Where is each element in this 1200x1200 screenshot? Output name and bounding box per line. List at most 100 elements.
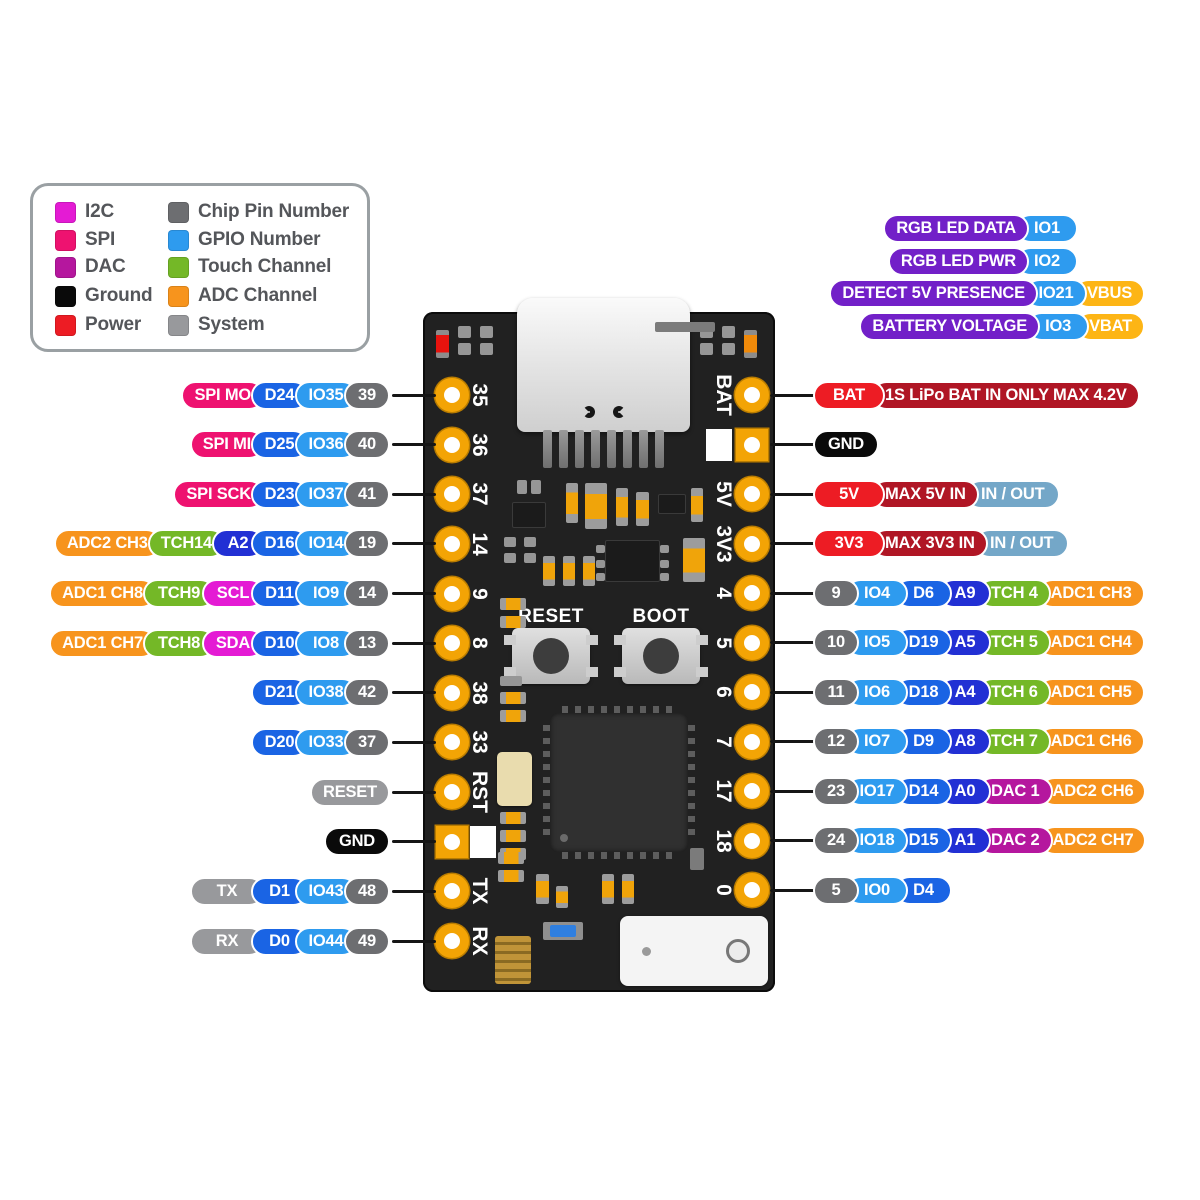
smd-component <box>480 343 493 355</box>
board-pin-label: 8 <box>468 637 491 650</box>
legend-label: Touch Channel <box>198 256 332 277</box>
pin-badge: 5V <box>813 479 885 509</box>
pin-badge: ADC1 CH4 <box>1037 628 1145 657</box>
smd-component <box>566 483 578 523</box>
smd-component <box>500 830 526 842</box>
pin-badge: ADC1 CH6 <box>1037 727 1145 756</box>
legend-item: Power <box>55 313 141 337</box>
legend-label: ADC Channel <box>198 285 318 306</box>
board-pin-label: 37 <box>468 482 491 506</box>
connector-line <box>392 641 436 645</box>
connector-line <box>392 889 436 893</box>
pin-badge: ADC2 CH7 <box>1039 826 1147 855</box>
pin-badge: BAT <box>813 380 885 410</box>
smd-component <box>531 480 541 494</box>
smd-component <box>436 330 449 358</box>
usb-mark-left-icon <box>582 406 595 418</box>
smd-component <box>602 874 614 904</box>
legend-swatch-ground <box>55 285 76 307</box>
smd-component <box>596 545 605 553</box>
smd-component <box>596 560 605 568</box>
legend-swatch-power <box>55 314 76 336</box>
pin-hole <box>435 378 469 412</box>
usb-c-connector <box>517 298 690 432</box>
smd-component <box>500 692 526 704</box>
connector-line <box>392 790 436 794</box>
smd-component <box>498 852 524 864</box>
connector-line <box>770 789 814 793</box>
pin-hole <box>435 427 469 462</box>
boot-button <box>614 628 708 684</box>
connector-line <box>770 393 814 397</box>
connector-line <box>770 888 814 892</box>
pin-badge: BATTERY VOLTAGE <box>859 311 1041 341</box>
board-pin-label: 7 <box>712 735 735 748</box>
connector-line <box>770 492 814 496</box>
pin-badge: RGB LED DATA <box>883 213 1029 243</box>
pin-badge: ADC1 CH7 <box>49 628 156 658</box>
smd-component <box>744 330 757 358</box>
board-pin-label: 3V3 <box>712 524 735 563</box>
smd-component <box>585 483 607 529</box>
smd-component <box>500 812 526 824</box>
board-pin-label: 36 <box>468 432 491 457</box>
legend-swatch-dac <box>55 256 76 278</box>
pin-hole <box>735 675 769 709</box>
connector-line <box>392 939 436 943</box>
pin-hole <box>435 775 469 810</box>
legend-item: Touch Channel <box>168 255 331 279</box>
smd-component <box>512 502 546 528</box>
pin-badge: 3V3 <box>813 529 885 558</box>
board-pin-label: TX <box>468 877 491 905</box>
legend-swatch-system <box>168 314 189 336</box>
board-pin-label: RX <box>468 926 491 956</box>
pin-badge: VBAT <box>1076 311 1145 341</box>
legend-item: DAC <box>55 255 126 279</box>
legend-item: Ground <box>55 284 153 308</box>
pin-badge: 24 <box>813 826 859 855</box>
connector-line <box>392 740 436 744</box>
smd-component <box>500 676 522 686</box>
legend-label: Chip Pin Number <box>198 201 350 222</box>
legend-swatch-spi <box>55 229 76 251</box>
pin-badge: IN / OUT <box>965 479 1060 509</box>
pin-hole <box>435 675 469 710</box>
pin-hole <box>735 823 769 858</box>
legend-item: GPIO Number <box>168 228 321 252</box>
connector-line <box>770 641 814 644</box>
legend-item: SPI <box>55 228 115 252</box>
smd-component <box>543 556 555 586</box>
main-chip <box>543 706 695 859</box>
smd-component <box>605 540 660 582</box>
board-pin-label: 5 <box>712 636 735 649</box>
smd-component <box>596 573 605 581</box>
smd-component <box>524 537 536 547</box>
pin-badge: D15 <box>895 826 952 855</box>
legend-swatch-gpio <box>168 229 189 251</box>
legend-swatch-adc <box>168 285 189 307</box>
pin-hole <box>435 526 469 561</box>
smd-component <box>536 874 549 904</box>
pin-badge: 49 <box>344 926 390 956</box>
smd-component <box>616 488 628 526</box>
pin-badge: SPI MO <box>181 380 264 410</box>
connector-line <box>770 542 814 545</box>
smd-component <box>660 573 669 581</box>
boot-button-label: BOOT <box>632 606 690 627</box>
smd-component <box>690 848 704 870</box>
pin-hole <box>435 477 469 512</box>
pin-badge: SPI SCK <box>173 479 264 509</box>
